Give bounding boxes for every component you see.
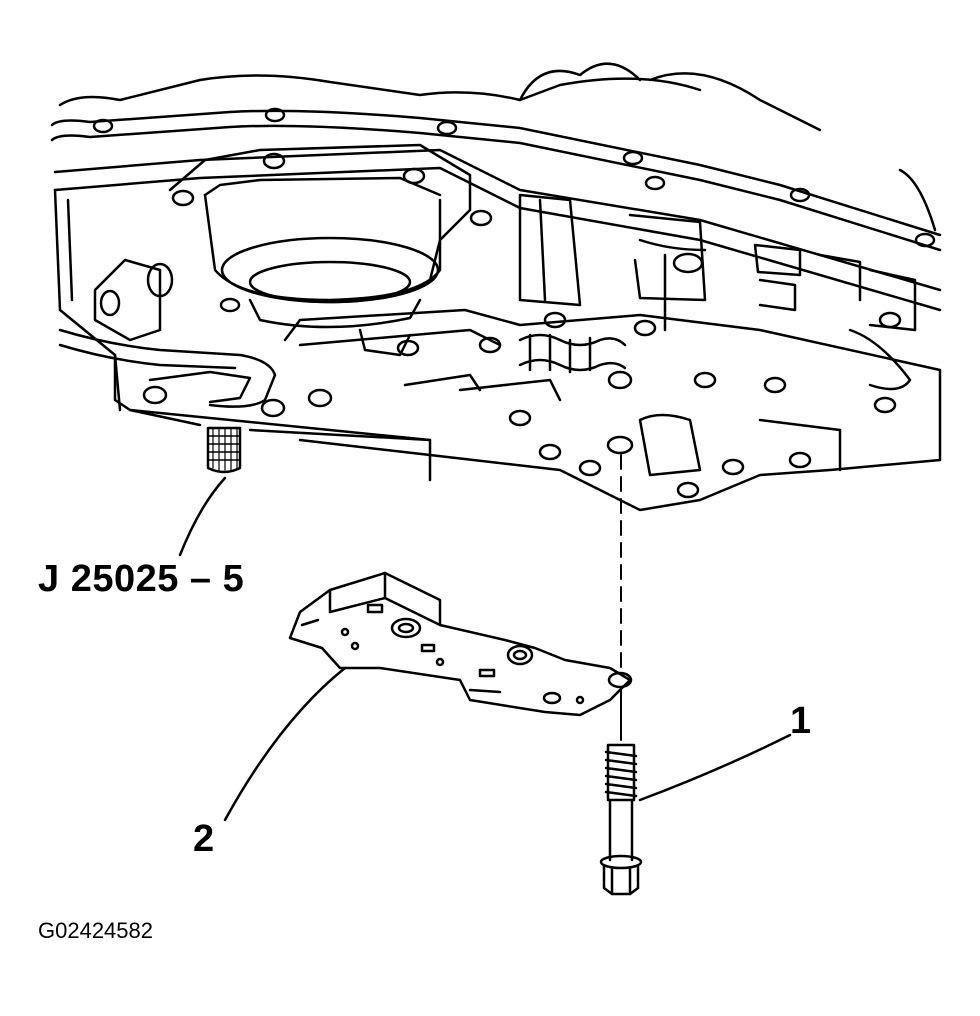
- bolt: [599, 454, 792, 896]
- tool-label: J 25025 – 5: [38, 558, 245, 600]
- plate: [223, 571, 633, 822]
- transmission-case: [50, 62, 942, 512]
- callout-2-label: 2: [193, 818, 215, 860]
- figure-id: G02424582: [38, 918, 153, 943]
- guide-pin: [178, 426, 242, 557]
- callout-1-label: 1: [790, 700, 812, 742]
